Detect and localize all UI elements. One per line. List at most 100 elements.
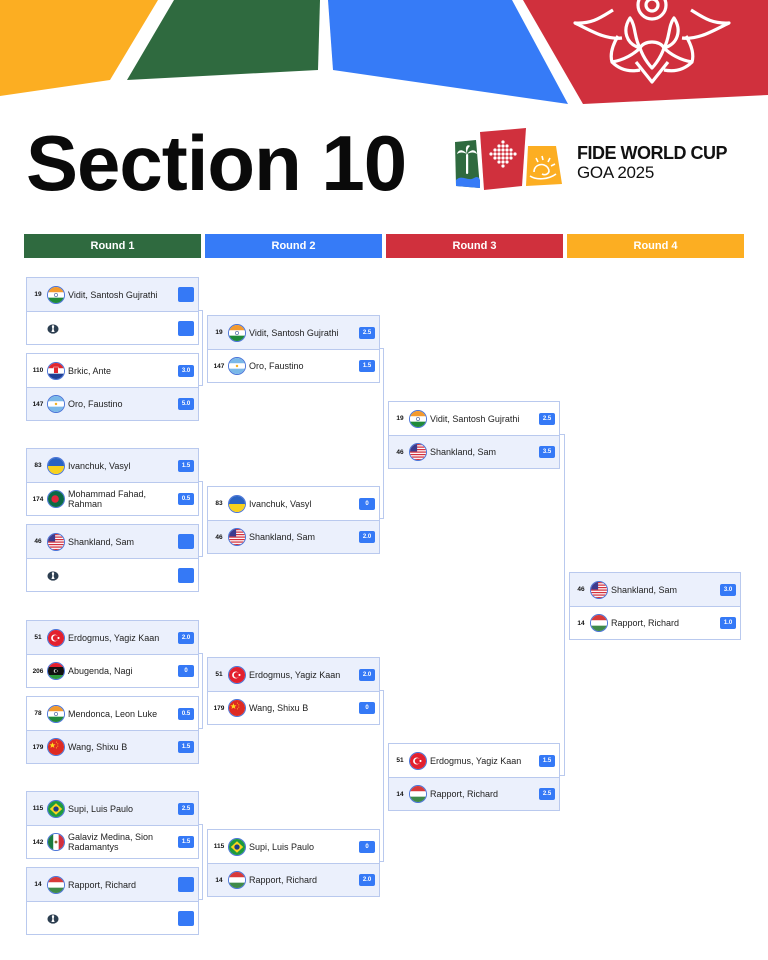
bangladesh-flag-icon [47, 490, 65, 508]
china-flag-icon [47, 738, 65, 756]
hungary-flag-icon [590, 614, 608, 632]
score-badge: 2.5 [539, 412, 555, 425]
score-badge: 2.0 [359, 668, 375, 681]
player-name: Shankland, Sam [611, 584, 678, 595]
brazil-flag-icon [228, 837, 246, 856]
player-name: Mohammad Fahad, Rahman [68, 489, 147, 509]
score-badge: 2.5 [359, 326, 375, 339]
fide-logo-icon [47, 569, 59, 581]
round-3-header: Round 3 [386, 234, 563, 258]
player-row[interactable]: 46 Shankland, Sam [27, 525, 198, 558]
usa-flag-icon [228, 528, 246, 546]
player-seed: 46 [34, 538, 42, 545]
player-row[interactable]: 14 Rapport, Richard [27, 868, 198, 901]
player-name: Shankland, Sam [68, 536, 135, 547]
usa-flag-icon [409, 443, 427, 461]
player-seed: 110 [32, 367, 44, 374]
player-name: Rapport, Richard [249, 875, 318, 885]
score-badge: 1.5 [178, 459, 194, 472]
score-badge [178, 320, 194, 336]
score-badge: 0 [359, 702, 375, 714]
player-name: Erdogmus, Yagiz Kaan [430, 755, 522, 766]
logo-line-1: FIDE WORLD CUP [577, 143, 728, 163]
score-badge: 1.0 [720, 617, 736, 629]
player-name: Oro, Faustino [68, 399, 123, 409]
turkey-flag-icon [47, 628, 65, 647]
player-seed: 51 [34, 634, 42, 641]
player-name: Shankland, Sam [430, 447, 497, 457]
player-seed: 14 [34, 881, 42, 888]
score-badge [178, 287, 194, 302]
player-name: Abugenda, Nagi [68, 666, 133, 676]
fide-logo-icon [47, 322, 59, 334]
score-badge: 0 [359, 497, 375, 510]
round1-match-8[interactable]: 14 Rapport, Richard [26, 867, 199, 935]
usa-flag-icon [590, 580, 608, 599]
decorative-banner [0, 0, 768, 104]
round1-match-4[interactable]: 46 Shankland, Sam [26, 524, 199, 592]
bye-row[interactable] [27, 311, 198, 344]
bye-row[interactable] [27, 558, 198, 591]
score-badge: 2.5 [178, 802, 194, 815]
player-seed: 14 [577, 619, 585, 627]
india-flag-icon [47, 285, 65, 304]
bye-row[interactable] [27, 901, 198, 934]
player-name: Erdogmus, Yagiz Kaan [249, 669, 341, 680]
score-badge: 2.0 [359, 874, 375, 886]
score-badge [178, 534, 194, 549]
score-badge: 1.5 [178, 741, 194, 753]
libya-flag-icon [47, 662, 65, 680]
player-name: Supi, Luis Paulo [68, 803, 134, 814]
player-name: Wang, Shixu B [68, 742, 128, 752]
score-badge [178, 910, 194, 926]
player-seed: 206 [32, 667, 44, 675]
player-name: Rapport, Richard [430, 789, 499, 799]
score-badge: 2.5 [539, 788, 555, 800]
score-badge: 1.5 [359, 360, 375, 372]
logo-line-2: GOA 2025 [577, 163, 654, 182]
round-2-header: Round 2 [205, 234, 382, 258]
player-name: Rapport, Richard [68, 879, 137, 890]
player-name: Erdogmus, Yagiz Kaan [68, 632, 160, 643]
player-name: Shankland, Sam [249, 532, 316, 542]
player-name: Supi, Luis Paulo [249, 841, 315, 852]
